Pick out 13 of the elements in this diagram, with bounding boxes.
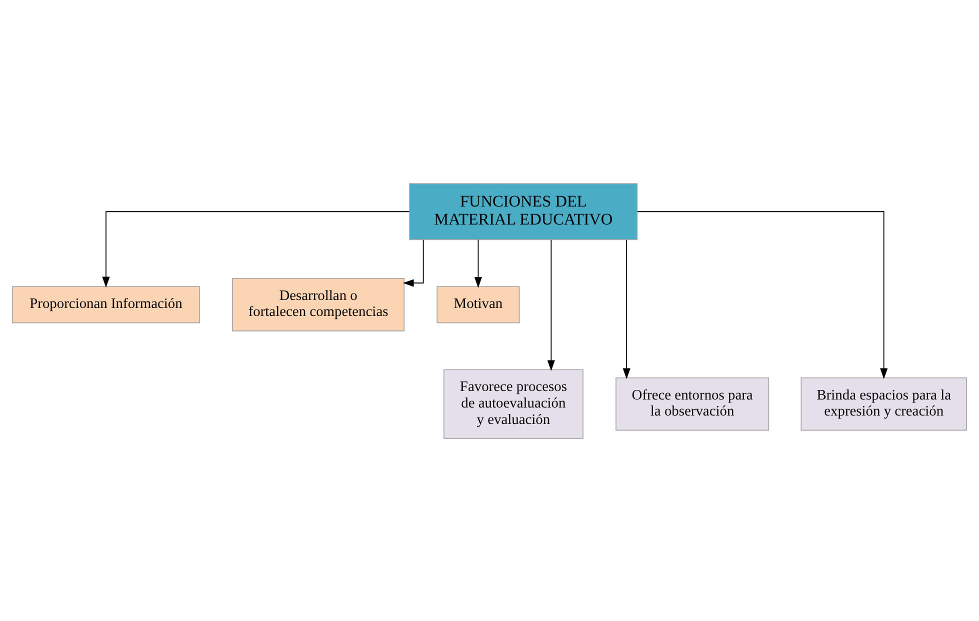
arrow <box>622 239 630 379</box>
node-box: Proporcionan Información <box>12 286 200 323</box>
node-box: Motivan <box>436 286 520 323</box>
node-box: Desarrollan o fortalecen competencias <box>232 278 405 331</box>
node-box: Brinda espacios para la expresión y creación <box>800 376 967 430</box>
arrow <box>102 210 410 288</box>
arrow <box>474 238 482 288</box>
arrow <box>547 239 555 371</box>
node-box: Ofrece entornos para la observación <box>616 376 770 430</box>
node-box: Favorece procesos de autoevaluación y evaluación <box>443 368 584 438</box>
arrow <box>402 238 424 286</box>
node-box: FUNCIONES DEL MATERIAL EDUCATIVO <box>409 182 638 240</box>
arrow <box>636 210 888 379</box>
